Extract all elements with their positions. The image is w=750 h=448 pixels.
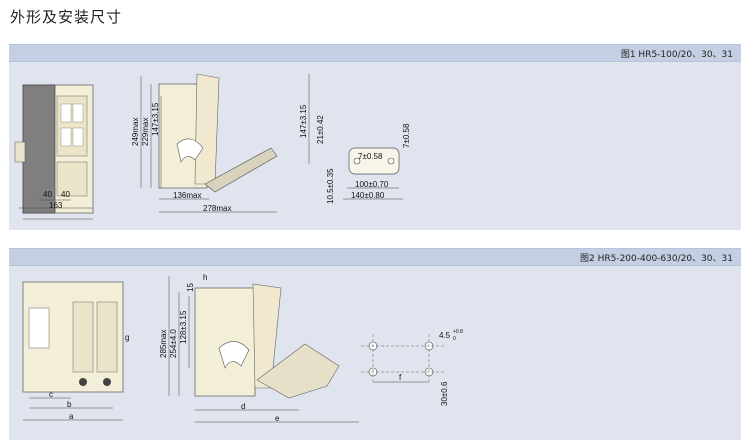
fig1-side-dim-249: 249max (131, 118, 140, 146)
fig2-front-dim-b: b (67, 400, 72, 409)
fig1-front-dim-40a: 40 (43, 190, 52, 199)
fig2-front-dim-g: g (125, 333, 129, 342)
fig1-side-dim-229: 229max (141, 118, 150, 146)
figure2-side-view: h 285max 254±4.0 128±3.15 15 d e (159, 273, 359, 423)
figure1-panel: 图1 HR5-100/20、30、31 40 40 163 (9, 44, 741, 230)
fig2-side-dim-h: h (203, 273, 207, 282)
figure1-header: 图1 HR5-100/20、30、31 (9, 44, 741, 62)
fig2-mount-dim-4-5: 4.5 (439, 331, 451, 340)
fig2-side-dim-285: 285max (159, 330, 168, 358)
figure2-mount-view: 4.5 +0.8 0 f 30±0.6 (361, 329, 463, 406)
fig2-side-dim-d: d (241, 402, 245, 411)
fig1-side-dim-278: 278max (203, 204, 231, 213)
figure2-caption: 图2 HR5-200-400-630/20、30、31 (579, 254, 733, 264)
fig2-side-dim-128: 128±3.15 (179, 310, 188, 344)
fig2-mount-dim-f: f (399, 373, 402, 382)
fig2-mount-dim-30: 30±0.6 (440, 381, 449, 406)
figure2-panel: 图2 HR5-200-400-630/20、30、31 g c b a h (9, 248, 741, 440)
figure2-header: 图2 HR5-200-400-630/20、30、31 (9, 248, 741, 266)
fig2-front-dim-c: c (49, 390, 53, 399)
fig1-side-dim-147: 147±3.15 (151, 102, 160, 136)
fig2-front-dim-a: a (69, 412, 74, 421)
fig1-mount-dim-7b: 7±0.58 (402, 123, 411, 148)
figure1-caption: 图1 HR5-100/20、30、31 (620, 50, 733, 60)
fig1-mount-dim-100: 100±0.70 (355, 180, 389, 189)
fig2-side-dim-254: 254±4.0 (169, 329, 178, 358)
fig1-mount-dim-10-5: 10.5±0.35 (326, 168, 335, 204)
fig2-mount-tol-up: +0.8 (453, 329, 463, 335)
figure1-drawing: 40 40 163 249max 229max 147±3.15 136max … (14, 73, 411, 220)
figure1-front-view: 40 40 163 (14, 84, 94, 220)
fig1-side-dim-136: 136max (173, 191, 201, 200)
fig1-front-dim-40b: 40 (61, 190, 70, 199)
figure2-drawing: g c b a h 285max 254±4.0 128±3.15 15 d e (22, 273, 463, 423)
fig1-mount-dim-7a: 7±0.58 (358, 152, 383, 161)
fig2-side-dim-15: 15 (186, 283, 195, 292)
figure1-mount-view: 147±3.15 21±0.42 7±0.58 7±0.58 10.5±0.35… (299, 74, 411, 204)
fig1-mount-dim-140: 140±0.80 (351, 191, 385, 200)
fig1-front-dim-163: 163 (49, 201, 63, 210)
fig1-mount-dim-147: 147±3.15 (299, 104, 308, 138)
fig2-mount-tol-dn: 0 (453, 336, 456, 342)
fig2-side-dim-e: e (275, 414, 280, 423)
figure2-front-view: g c b a (22, 281, 129, 421)
fig1-mount-dim-21: 21±0.42 (316, 115, 325, 144)
page-title: 外形及安装尺寸 (10, 8, 123, 26)
figure1-side-view: 249max 229max 147±3.15 136max 278max (131, 73, 278, 213)
